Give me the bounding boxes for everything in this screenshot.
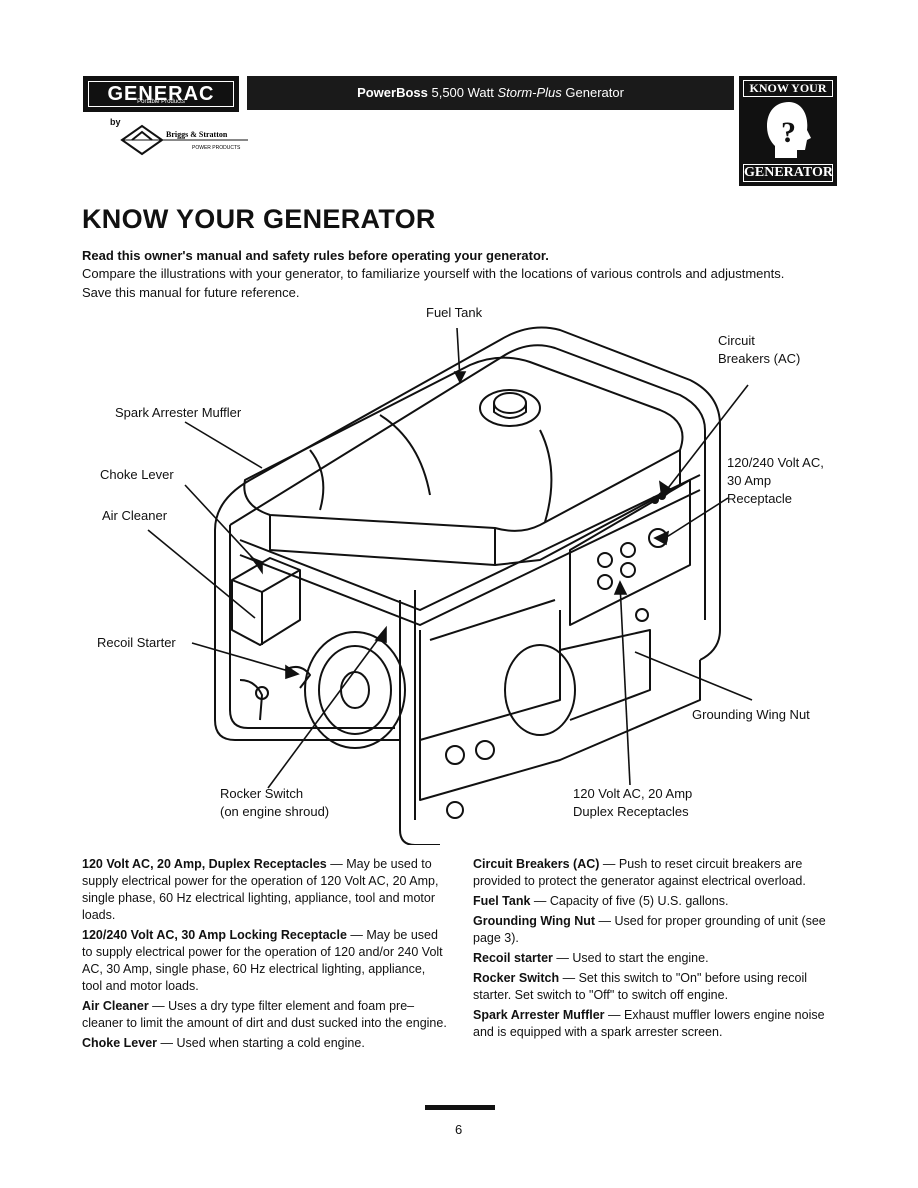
label-circuit-breakers-2: Breakers (AC) [718,351,801,366]
logo-text: GENERAC [107,83,215,105]
label-receptacle-30-1: 120/240 Volt AC, [727,455,824,470]
partner-text: Briggs & Stratton [166,130,228,139]
label-recoil-starter: Recoil Starter [97,635,176,650]
description-item: Spark Arrester Muffler — Exhaust muffler… [473,1007,838,1041]
description-item: Choke Lever — Used when starting a cold … [82,1035,447,1052]
label-spark-arrester-muffler: Spark Arrester Muffler [115,405,242,420]
description-text: — Set this switch to "On" before using r… [473,971,808,1002]
briggs-stratton-logo: Briggs & Stratton POWER PRODUCTS [120,124,248,156]
description-text: — Push to reset circuit breakers are pro… [473,857,806,888]
title-series: Storm-Plus [497,85,562,100]
description-term: Spark Arrester Muffler [473,1008,605,1022]
description-item: 120/240 Volt AC, 30 Amp Locking Receptac… [82,927,447,995]
description-term: Grounding Wing Nut [473,914,596,928]
by-label: by [110,117,121,127]
description-item: Air Cleaner — Uses a dry type filter ele… [82,998,447,1032]
logo-subtext: Portable Products [137,99,185,105]
description-term: 120 Volt AC, 20 Amp, Duplex Receptacles [82,857,327,871]
know-your-generator-badge: KNOW YOUR ? GENERATOR [739,76,837,186]
label-duplex-1: 120 Volt AC, 20 Amp [573,786,693,801]
title-end: Generator [561,85,624,100]
question-head-icon: ? [767,102,811,158]
page-divider [425,1105,495,1110]
label-duplex-2: Duplex Receptacles [573,804,689,819]
description-term: Fuel Tank [473,894,531,908]
description-text: — May be used to supply electrical power… [82,928,443,993]
label-receptacle-30-2: 30 Amp [727,473,772,488]
label-receptacle-30-3: Receptacle [727,491,793,506]
label-rocker-switch-1: Rocker Switch [220,786,304,801]
partner-subtext: POWER PRODUCTS [192,145,241,151]
label-grounding-wing-nut: Grounding Wing Nut [692,707,810,722]
lead-instruction: Read this owner's manual and safety rule… [82,248,549,263]
description-item: Rocker Switch — Set this switch to "On" … [473,970,838,1004]
page-title: KNOW YOUR GENERATOR [82,204,436,234]
description-text: — Capacity of five (5) U.S. gallons. [530,894,729,908]
generator-drawing [147,326,753,845]
badge-top-text: KNOW YOUR [743,80,833,97]
svg-text:?: ? [781,116,796,149]
description-item: 120 Volt AC, 20 Amp, Duplex Receptacles … [82,856,447,924]
description-item: Fuel Tank — Capacity of five (5) U.S. ga… [473,893,838,910]
descriptions-left-column: 120 Volt AC, 20 Amp, Duplex Receptacles … [82,856,447,1055]
label-rocker-switch-2: (on engine shroud) [220,804,330,819]
description-item: Recoil starter — Used to start the engin… [473,950,838,967]
description-text: — Used to start the engine. [552,951,709,965]
description-text: — May be used to supply electrical power… [82,857,439,922]
description-term: Recoil starter [473,951,553,965]
intro-paragraph: Compare the illustrations with your gene… [82,266,785,300]
header-title-bar: PowerBoss 5,500 Watt Storm-Plus Generato… [247,76,734,110]
label-air-cleaner: Air Cleaner [102,508,168,523]
title-watt: 5,500 Watt [427,85,498,100]
label-choke-lever: Choke Lever [100,467,174,482]
generator-illustration: Fuel Tank Circuit Breakers (AC) Spark Ar… [0,300,918,845]
description-text: — Used when starting a cold engine. [157,1036,365,1050]
descriptions-right-column: Circuit Breakers (AC) — Push to reset ci… [473,856,838,1044]
title-model: PowerBoss [357,85,428,100]
description-text: — Uses a dry type filter element and foa… [82,999,447,1030]
label-fuel-tank: Fuel Tank [426,305,483,320]
label-circuit-breakers-1: Circuit [718,333,755,348]
description-term: Choke Lever [82,1036,158,1050]
description-term: Circuit Breakers (AC) [473,857,600,871]
page-number: 6 [455,1122,463,1137]
description-item: Grounding Wing Nut — Used for proper gro… [473,913,838,947]
generac-logo: GENERAC Portable Products [83,76,239,112]
description-term: Rocker Switch [473,971,560,985]
description-text: — Exhaust muffler lowers engine noise an… [473,1008,825,1039]
description-text: — Used for proper grounding of unit (see… [473,914,826,945]
description-term: Air Cleaner [82,999,149,1013]
description-item: Circuit Breakers (AC) — Push to reset ci… [473,856,838,890]
description-term: 120/240 Volt AC, 30 Amp Locking Receptac… [82,928,347,942]
badge-bottom-text: GENERATOR [743,164,833,182]
